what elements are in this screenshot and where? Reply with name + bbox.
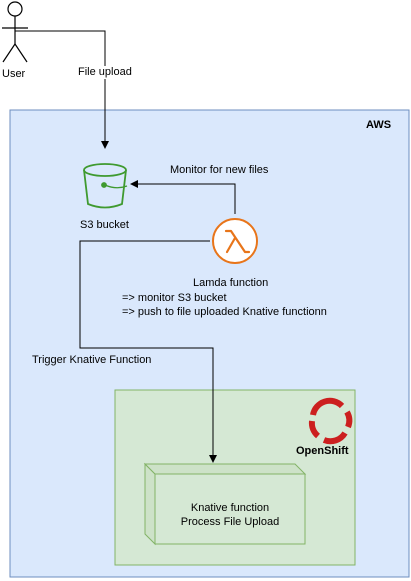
trigger-knative-edge bbox=[79, 240, 217, 463]
aws-label: AWS bbox=[366, 119, 392, 131]
user-label: User bbox=[2, 68, 26, 80]
lambda-desc-line1: => monitor S3 bucket bbox=[122, 292, 227, 304]
file-upload-edge bbox=[15, 30, 109, 149]
lambda-desc-line2: => push to file uploaded Knative functio… bbox=[122, 306, 327, 318]
file-upload-label: File upload bbox=[78, 66, 132, 79]
s3-bucket-label: S3 bucket bbox=[80, 219, 129, 231]
openshift-label: OpenShift bbox=[296, 445, 349, 457]
monitor-label: Monitor for new files bbox=[170, 164, 269, 176]
monitor-edge bbox=[130, 180, 236, 214]
trigger-knative-label: Trigger Knative Function bbox=[32, 354, 152, 367]
knative-function-label: Knative function bbox=[190, 502, 270, 514]
s3-bucket-icon[interactable] bbox=[83, 163, 128, 209]
lambda-function-label: Lamda function bbox=[193, 277, 269, 289]
user-actor-icon bbox=[2, 1, 28, 63]
knative-desc-label: Process File Upload bbox=[180, 516, 280, 528]
lambda-function-icon[interactable] bbox=[212, 218, 258, 264]
knative-function-box[interactable] bbox=[143, 462, 307, 546]
openshift-logo-icon bbox=[308, 397, 353, 445]
